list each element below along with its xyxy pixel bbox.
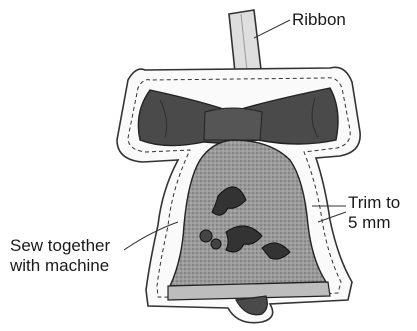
label-sew-line2: with machine [10,256,110,276]
label-trim-line1: Trim to [348,193,400,213]
label-ribbon-text: Ribbon [292,10,346,30]
label-sew-line1: Sew together [10,236,110,256]
label-trim: Trim to 5 mm [348,193,400,233]
label-sew: Sew together with machine [10,236,110,276]
label-ribbon: Ribbon [292,10,346,30]
ribbon-leader [254,20,290,38]
label-trim-line2: 5 mm [348,213,400,233]
